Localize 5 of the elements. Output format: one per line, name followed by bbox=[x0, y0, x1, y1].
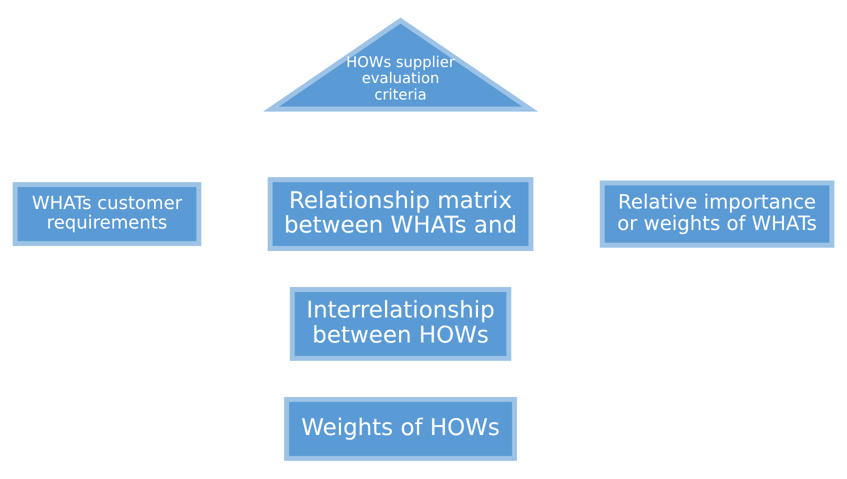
node-box: Relationship matrix between WHATs and bbox=[268, 177, 534, 251]
node-box: Relative importance or weights of WHATs bbox=[600, 180, 834, 248]
node-box: Weights of HOWs bbox=[284, 396, 517, 461]
node-box: Interrelationship between HOWs bbox=[290, 287, 512, 361]
node-box: WHATs customer requirements bbox=[12, 182, 202, 246]
